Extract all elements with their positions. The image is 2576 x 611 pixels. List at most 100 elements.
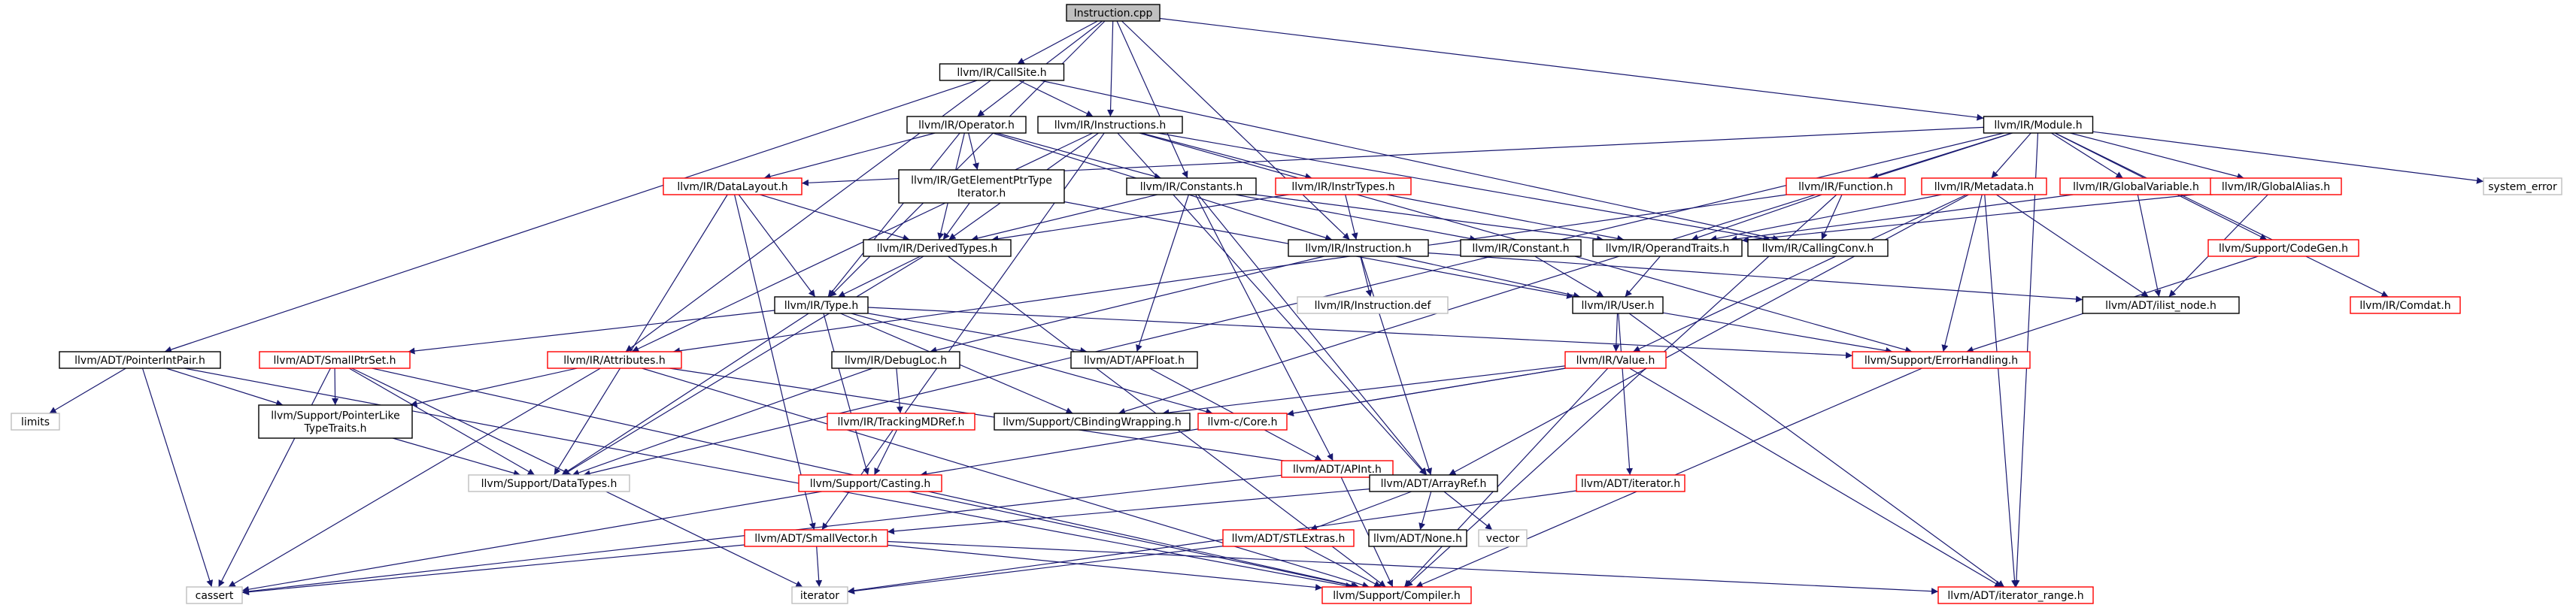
node-box (1281, 460, 1394, 478)
node-apint-h[interactable]: llvm/ADT/APInt.h (1281, 460, 1394, 478)
node-label: llvm/IR/Metadata.h (1934, 181, 2034, 193)
node-apfloat-h[interactable]: llvm/ADT/APFloat.h (1070, 351, 1198, 369)
node-system-error: system_error (2483, 177, 2562, 195)
edge-line (968, 132, 979, 171)
node-box (798, 474, 942, 492)
node-operandtraits-h[interactable]: llvm/IR/OperandTraits.h (1592, 239, 1743, 257)
node-box (1576, 474, 1685, 492)
node-label: llvm/ADT/iterator.h (1581, 478, 1680, 490)
edge-smallvector_h-to-iterator_range_h (887, 540, 1939, 595)
edge-type_h-to-errorhandling_h (867, 307, 1853, 359)
node-ilist-node-h[interactable]: llvm/ADT/ilist_node.h (2082, 296, 2240, 314)
edge-line (838, 256, 921, 298)
edge-smallvector_h-to-iterator (815, 546, 823, 588)
node-comdat-h[interactable]: llvm/IR/Comdat.h (2350, 296, 2461, 314)
node-label: llvm/IR/Instruction.h (1305, 243, 1411, 255)
node-constant-h[interactable]: llvm/IR/Constant.h (1460, 239, 1582, 257)
node-datalayout-h[interactable]: llvm/IR/DataLayout.h (663, 177, 803, 195)
node-operator-h[interactable]: llvm/IR/Operator.h (906, 116, 1027, 134)
node-label: llvm/IR/CallSite.h (957, 67, 1046, 79)
node-callsite-h[interactable]: llvm/IR/CallSite.h (939, 63, 1065, 81)
edge-instruction_cpp-to-callsite_h (1017, 20, 1098, 65)
node-box (1747, 239, 1889, 257)
edge-type_h-to-casting_h (823, 313, 869, 476)
node-constants-h[interactable]: llvm/IR/Constants.h (1126, 177, 1257, 195)
edge-line (896, 368, 903, 414)
node-pointerintpair-h[interactable]: llvm/ADT/PointerIntPair.h (59, 351, 221, 369)
node-globalalias-h[interactable]: llvm/IR/GlobalAlias.h (2210, 177, 2342, 195)
edge-operator_h-to-type_h (827, 132, 960, 298)
node-box (547, 351, 682, 369)
node-attributes-h[interactable]: llvm/IR/Attributes.h (547, 351, 682, 369)
node-compiler-h[interactable]: llvm/Support/Compiler.h (1321, 586, 1472, 604)
node-trackingmdref-h[interactable]: llvm/IR/TrackingMDRef.h (827, 413, 975, 431)
node-user-h[interactable]: llvm/IR/User.h (1572, 296, 1664, 314)
node-support-codegen-h[interactable]: llvm/Support/CodeGen.h (2207, 239, 2359, 257)
node-box (1460, 239, 1582, 257)
node-metadata-h[interactable]: llvm/IR/Metadata.h (1921, 177, 2047, 195)
node-derivedtypes-h[interactable]: llvm/IR/DerivedTypes.h (863, 239, 1012, 257)
node-label: llvm/IR/Constants.h (1140, 181, 1243, 193)
node-instruction-def: llvm/IR/Instruction.def (1297, 296, 1449, 314)
edge-line (1235, 194, 1477, 242)
node-label: llvm/Support/ErrorHandling.h (1864, 355, 2018, 367)
edge-line (2092, 131, 2484, 184)
edge-line (763, 132, 936, 180)
edge-line (1984, 194, 2018, 588)
node-arrayref-h[interactable]: llvm/ADT/ArrayRef.h (1369, 474, 1498, 492)
node-value-h[interactable]: llvm/IR/Value.h (1564, 351, 1667, 369)
node-box (2350, 296, 2461, 314)
node-iterator-range-h[interactable]: llvm/ADT/iterator_range.h (1937, 586, 2094, 604)
node-box (1070, 351, 1198, 369)
node-smallvector-h[interactable]: llvm/ADT/SmallVector.h (744, 529, 888, 547)
edge-line (887, 544, 1323, 591)
edge-attributes_h-to-compiler_h (642, 368, 1370, 588)
edge-type_h-to-apfloat_h (867, 313, 1088, 354)
node-box (1937, 586, 2094, 604)
edge-line (2051, 132, 2123, 179)
node-box (1197, 413, 1288, 431)
node-llvm-c-core-h[interactable]: llvm-c/Core.h (1197, 413, 1288, 431)
edge-line (1017, 20, 1098, 65)
edge-callsite_h-to-instructions_h (1018, 80, 1094, 117)
node-stlextras-h[interactable]: llvm/ADT/STLExtras.h (1222, 529, 1355, 547)
node-none-h[interactable]: llvm/ADT/None.h (1368, 529, 1467, 547)
node-box (831, 351, 960, 369)
node-box (1369, 474, 1498, 492)
node-instruction-h[interactable]: llvm/IR/Instruction.h (1288, 239, 1429, 257)
node-debugloc-h[interactable]: llvm/IR/DebugLoc.h (831, 351, 960, 369)
edge-stlextras_h-to-iterator (847, 546, 1224, 594)
edge-line (1991, 132, 2031, 179)
node-adt-iterator-h[interactable]: llvm/ADT/iterator.h (1576, 474, 1685, 492)
node-callingconv-h[interactable]: llvm/IR/CallingConv.h (1747, 239, 1889, 257)
edge-line (867, 307, 1853, 359)
edge-line (164, 80, 978, 353)
edge-pointerintpair_h-to-compiler_h (184, 368, 1353, 589)
node-errorhandling-h[interactable]: llvm/Support/ErrorHandling.h (1852, 351, 2031, 369)
edge-datalayout_h-to-type_h (738, 194, 816, 298)
edge-line (942, 202, 970, 240)
node-cbindingwrapping-h[interactable]: llvm/Support/CBindingWrapping.h (994, 413, 1191, 431)
node-module-h[interactable]: llvm/IR/Module.h (1983, 116, 2094, 134)
node-globalvariable-h[interactable]: llvm/IR/GlobalVariable.h (2059, 177, 2213, 195)
edge-line (887, 488, 1370, 535)
edge-line (1340, 476, 1394, 588)
edge-operator_h-to-constants_h (996, 132, 1162, 180)
edge-line (141, 368, 214, 588)
edge-line (887, 540, 1939, 595)
node-instruction-cpp: Instruction.cpp (1066, 4, 1161, 22)
edge-line (1625, 256, 1661, 298)
node-function-h[interactable]: llvm/IR/Function.h (1786, 177, 1906, 195)
node-casting-h[interactable]: llvm/Support/Casting.h (798, 474, 942, 492)
node-instrtypes-h[interactable]: llvm/IR/InstrTypes.h (1275, 177, 1412, 195)
node-smallptrset-h[interactable]: llvm/ADT/SmallPtrSet.h (259, 351, 411, 369)
node-box (774, 296, 869, 314)
edge-line (2137, 194, 2162, 298)
node-type-h[interactable]: llvm/IR/Type.h (774, 296, 869, 314)
edge-line (49, 368, 126, 414)
node-instructions-h[interactable]: llvm/IR/Instructions.h (1037, 116, 1183, 134)
dependency-nodes: Instruction.cpp llvm/IR/CallSite.h llvm/IR… (11, 4, 2562, 604)
